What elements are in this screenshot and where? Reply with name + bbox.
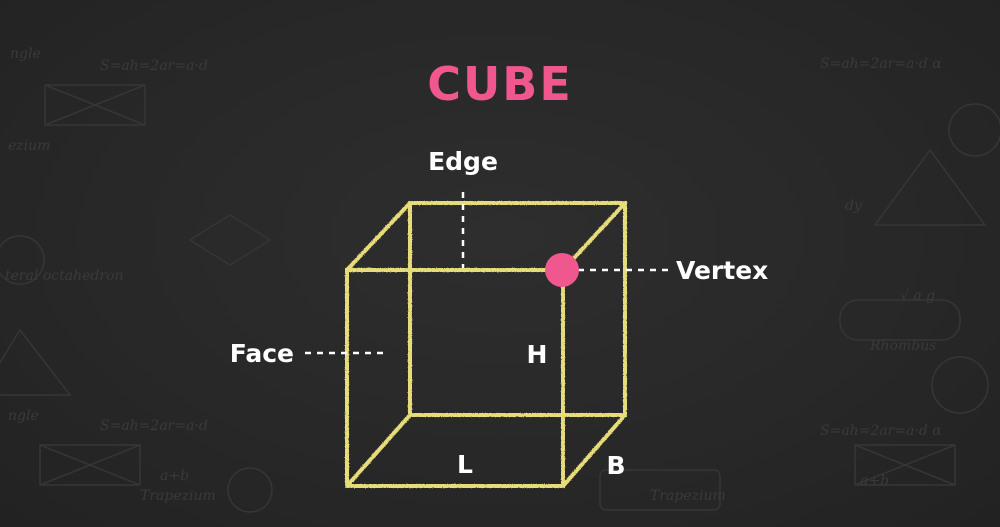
cube-edge-bottom-left [345, 413, 412, 488]
svg-text:S=ah=2ar=a·d: S=ah=2ar=a·d [100, 58, 208, 74]
svg-text:ngle: ngle [10, 46, 41, 62]
height-label: H [527, 340, 548, 369]
svg-text:S=ah=2ar=a·d α: S=ah=2ar=a·d α [820, 56, 942, 72]
cube-edge-bottom-right [561, 413, 627, 488]
breadth-label: B [606, 451, 625, 480]
page-title: CUBE [427, 57, 573, 111]
cube-wireframe [345, 201, 627, 488]
svg-text:S=ah=2ar=a·d α: S=ah=2ar=a·d α [820, 423, 942, 439]
vertex-dot [545, 253, 579, 287]
svg-text:√ a g: √ a g [900, 288, 935, 304]
svg-text:Trapezium: Trapezium [140, 488, 216, 504]
svg-text:Trapezium: Trapezium [650, 488, 726, 504]
svg-text:a+b: a+b [860, 473, 889, 489]
svg-text:S=ah=2ar=a·d: S=ah=2ar=a·d [100, 418, 208, 434]
cube-back-face [408, 201, 627, 417]
leader-lines [305, 192, 668, 355]
svg-text:ngle: ngle [8, 408, 39, 424]
svg-text:ezium: ezium [8, 138, 50, 154]
svg-text:dy: dy [845, 198, 863, 214]
edge-label: Edge [428, 147, 498, 176]
length-label: L [457, 450, 473, 479]
face-label: Face [230, 339, 294, 368]
svg-text:teral octahedron: teral octahedron [5, 268, 124, 284]
svg-text:a+b: a+b [160, 468, 189, 484]
cube-edge-top-left [345, 201, 412, 272]
vertex-label: Vertex [676, 256, 768, 285]
svg-text:Rhombus: Rhombus [869, 338, 936, 354]
cube-front-face [345, 268, 565, 488]
